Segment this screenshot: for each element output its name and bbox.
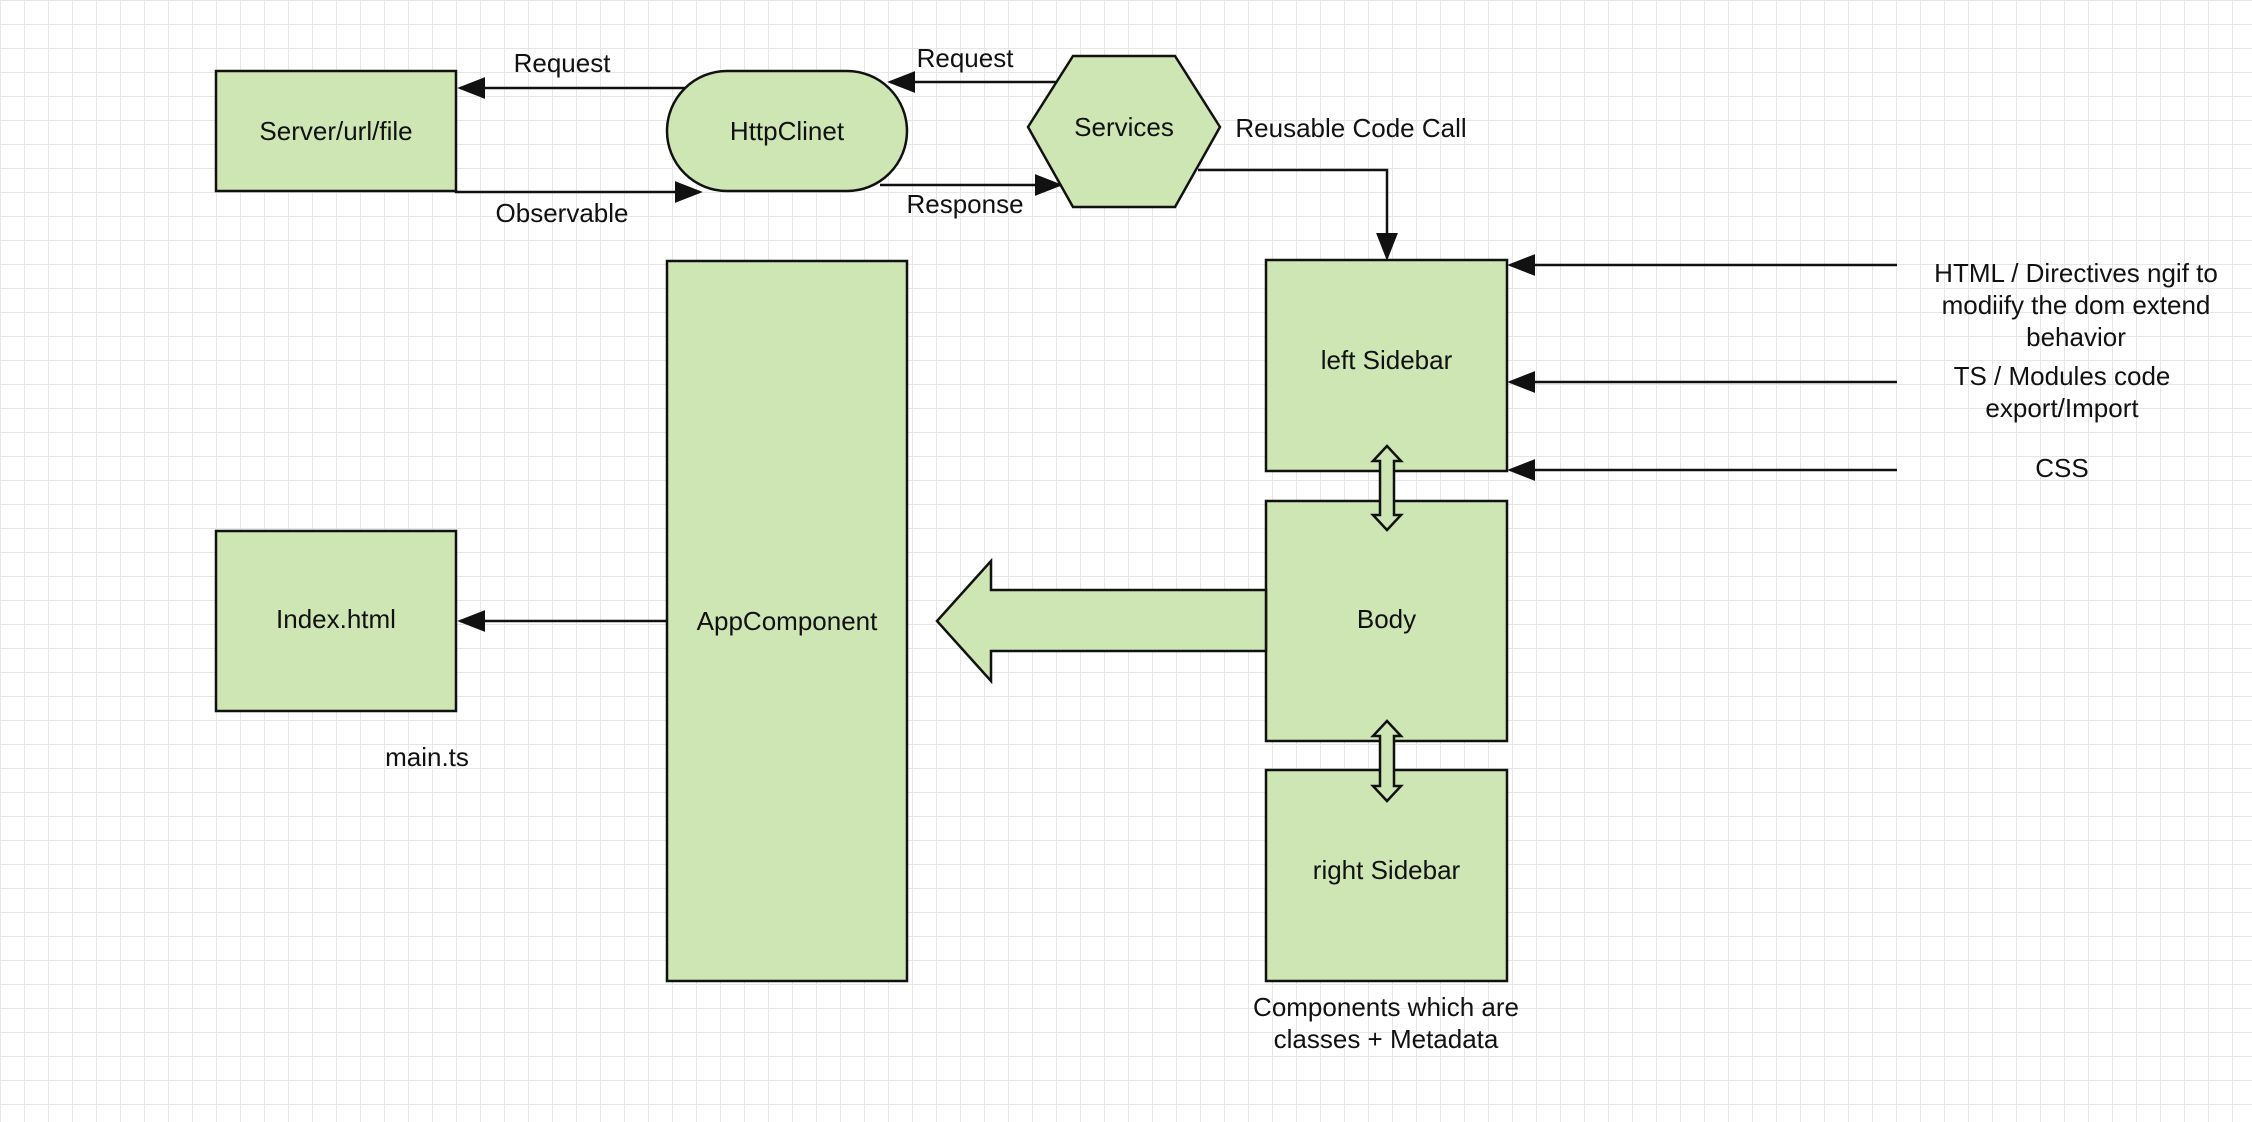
node-services-label: Services [1074, 111, 1174, 142]
node-index-html[interactable] [214, 529, 458, 713]
label-css: CSS [2035, 453, 2089, 483]
node-app-component-label: AppComponent [696, 605, 878, 636]
label-main-ts: main.ts [385, 742, 469, 772]
label-request-server: Request [513, 48, 611, 78]
node-index-html-label: Index.html [276, 603, 396, 634]
label-reusable-code-call: Reusable Code Call [1235, 113, 1467, 143]
node-left-sidebar[interactable] [1264, 258, 1509, 473]
label-html-directives-line-2: modiify the dom extend [1941, 290, 2211, 320]
node-body-label: Body [1356, 603, 1417, 634]
label-components-line-2: classes + Metadata [1273, 1024, 1499, 1054]
label-html-directives-line-1: HTML / Directives ngif to [1934, 258, 2218, 288]
node-server-label: Server/url/file [259, 115, 413, 146]
label-request-services: Request [916, 43, 1014, 73]
node-services[interactable] [1026, 54, 1222, 209]
double-arrow-left-sidebar-body [1370, 444, 1404, 532]
label-components: Components which are classes + Metadata [1253, 991, 1519, 1055]
node-right-sidebar[interactable] [1264, 768, 1509, 983]
node-body[interactable] [1264, 499, 1509, 743]
edge-server-to-httpclient [454, 181, 703, 203]
label-ts-modules-line-2: export/Import [1985, 393, 2139, 423]
edge-services-to-left-sidebar [1198, 168, 1398, 261]
node-app-component[interactable] [665, 259, 909, 983]
double-arrow-body-right-sidebar [1370, 719, 1404, 803]
label-response: Response [906, 189, 1024, 219]
label-ts-modules: TS / Modules code export/Import [1954, 360, 2171, 424]
node-left-sidebar-label: left Sidebar [1320, 344, 1453, 375]
label-components-line-1: Components which are [1253, 992, 1519, 1022]
label-ts-modules-line-1: TS / Modules code [1953, 361, 2171, 391]
node-httpclient[interactable] [665, 69, 909, 193]
node-server[interactable] [214, 69, 458, 193]
label-html-directives-line-3: behavior [2026, 322, 2126, 352]
node-right-sidebar-label: right Sidebar [1312, 854, 1461, 885]
label-observable: Observable [495, 198, 629, 228]
block-arrow-body-to-app [935, 557, 1268, 685]
label-html-directives: HTML / Directives ngif to modiify the do… [1934, 257, 2218, 353]
node-httpclient-label: HttpClinet [729, 115, 845, 146]
